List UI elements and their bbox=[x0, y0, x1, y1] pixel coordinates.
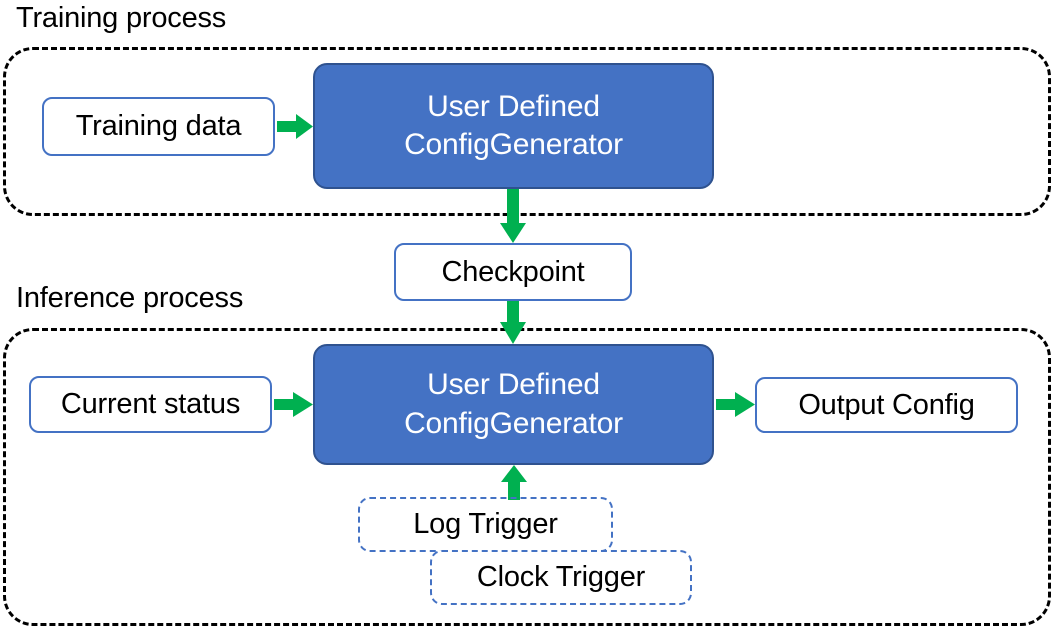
current-status-box[interactable]: Current status bbox=[29, 376, 272, 433]
checkpoint-box[interactable]: Checkpoint bbox=[394, 243, 632, 301]
inference-process-label: Inference process bbox=[16, 282, 244, 314]
training-process-label: Training process bbox=[16, 2, 227, 34]
config-generator-inference-line2: ConfigGenerator bbox=[404, 406, 623, 440]
user-defined-config-generator-training-box[interactable]: User Defined ConfigGenerator bbox=[313, 63, 714, 189]
clock-trigger-label: Clock Trigger bbox=[476, 561, 646, 594]
clock-trigger-box[interactable]: Clock Trigger bbox=[430, 550, 692, 605]
inference-process-container bbox=[3, 328, 1051, 626]
checkpoint-label: Checkpoint bbox=[441, 255, 585, 288]
training-process-container bbox=[3, 47, 1051, 216]
training-data-label: Training data bbox=[75, 110, 242, 143]
log-trigger-box[interactable]: Log Trigger bbox=[358, 497, 613, 552]
output-config-box[interactable]: Output Config bbox=[755, 377, 1018, 433]
config-generator-inference-line1: User Defined bbox=[427, 368, 600, 402]
config-generator-training-line1: User Defined bbox=[427, 89, 600, 123]
current-status-label: Current status bbox=[60, 388, 241, 421]
user-defined-config-generator-inference-box[interactable]: User Defined ConfigGenerator bbox=[313, 344, 714, 465]
output-config-label: Output Config bbox=[798, 388, 975, 421]
training-data-box[interactable]: Training data bbox=[42, 97, 275, 156]
config-generator-training-line2: ConfigGenerator bbox=[404, 128, 623, 161]
log-trigger-label: Log Trigger bbox=[413, 508, 558, 541]
